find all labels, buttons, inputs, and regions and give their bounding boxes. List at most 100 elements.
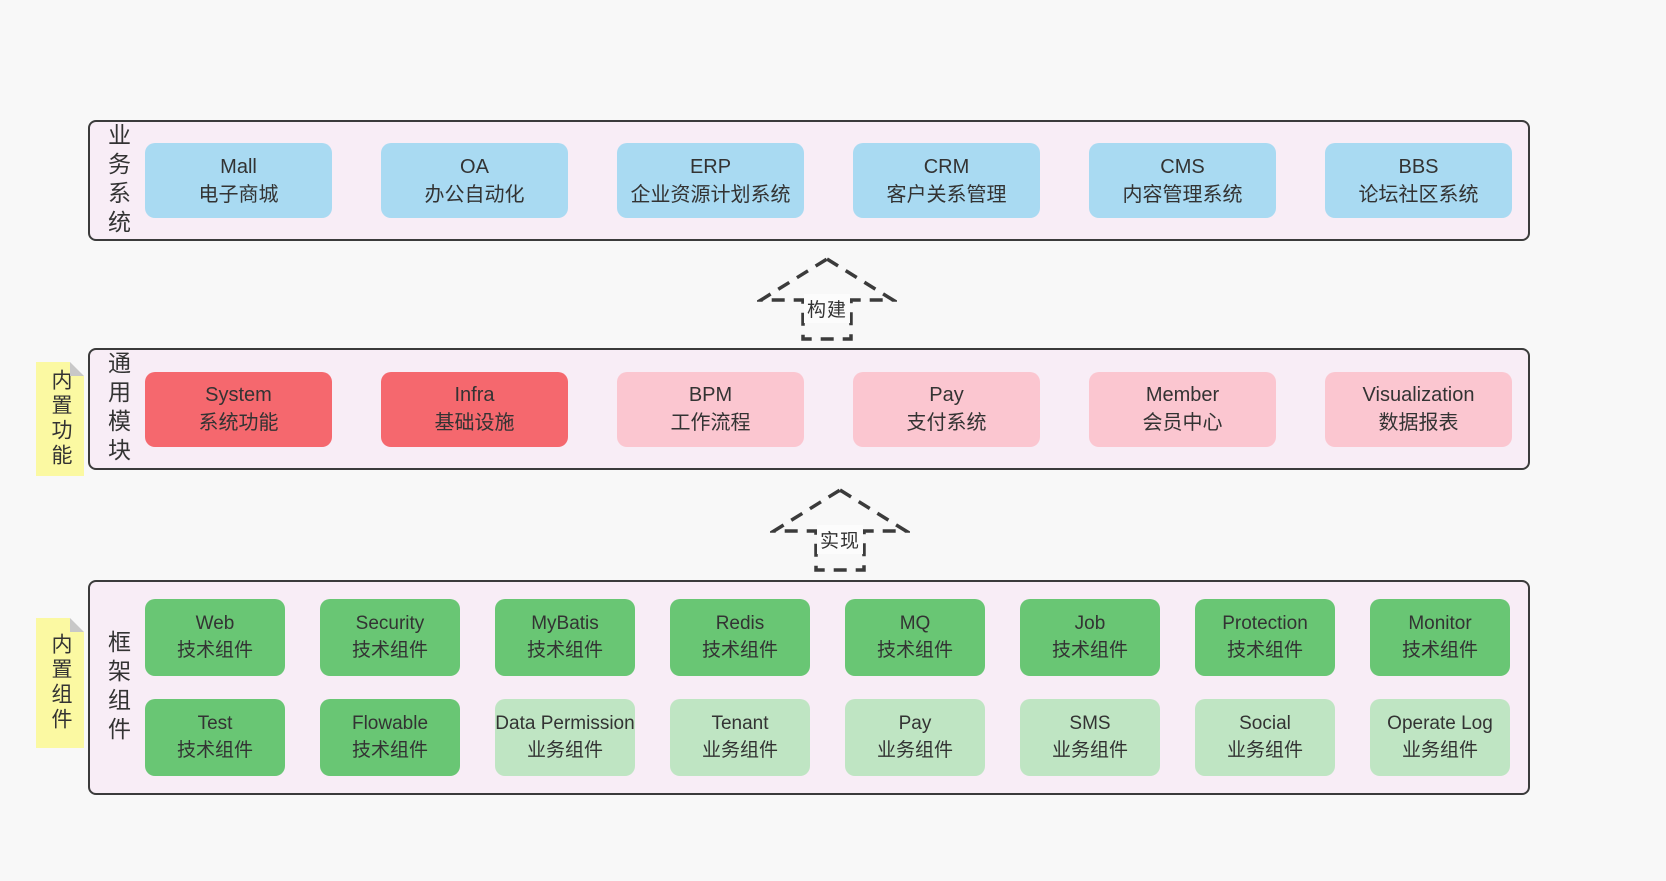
module-name: ERP: [689, 155, 732, 178]
module-box-member: Member 会员中心: [1089, 371, 1276, 447]
module-box-visualization: Visualization 数据报表: [1325, 371, 1512, 447]
module-desc: 办公自动化: [424, 183, 525, 206]
module-box-redis: Redis 技术组件: [670, 599, 810, 676]
module-desc: 技术组件: [1051, 639, 1128, 661]
module-desc: 业务组件: [1401, 739, 1478, 761]
module-desc: 技术组件: [351, 639, 428, 661]
module-desc: 业务组件: [1051, 739, 1128, 761]
module-box-mall: Mall 电子商城: [145, 143, 332, 218]
module-desc: 技术组件: [876, 639, 953, 661]
module-box-tenant: Tenant 业务组件: [670, 699, 810, 776]
module-desc: 数据报表: [1378, 412, 1459, 434]
module-desc: 技术组件: [526, 639, 603, 661]
module-desc: 论坛社区系统: [1358, 183, 1479, 206]
module-name: Security: [355, 612, 425, 634]
module-box-monitor: Monitor 技术组件: [1370, 599, 1510, 676]
dashed-up-arrow-icon: [757, 256, 897, 341]
module-name: Pay: [929, 384, 964, 406]
module-desc: 内容管理系统: [1122, 183, 1243, 206]
note-fold-corner-icon: [70, 362, 84, 376]
module-desc: 业务组件: [876, 739, 953, 761]
module-box-job: Job 技术组件: [1020, 599, 1160, 676]
module-name: Member: [1145, 384, 1220, 406]
module-box-crm: CRM 客户关系管理: [853, 143, 1040, 218]
module-desc: 会员中心: [1142, 412, 1223, 434]
module-name: CMS: [1160, 155, 1205, 178]
section-label-common-modules: 通用模块: [104, 351, 131, 467]
module-desc: 系统功能: [198, 412, 279, 434]
module-desc: 基础设施: [434, 412, 515, 434]
module-box-mq: MQ 技术组件: [845, 599, 985, 676]
module-desc: 技术组件: [701, 639, 778, 661]
module-desc: 业务组件: [526, 739, 603, 761]
module-name: System: [205, 384, 272, 406]
module-desc: 客户关系管理: [886, 183, 1007, 206]
module-name: CRM: [923, 155, 970, 178]
module-box-pay: Pay 业务组件: [845, 699, 985, 776]
module-box-pay: Pay 支付系统: [853, 371, 1040, 447]
module-name: Protection: [1222, 612, 1308, 634]
sticky-note-label: 内置功能: [49, 369, 72, 469]
module-name: Visualization: [1362, 384, 1475, 406]
module-desc: 业务组件: [701, 739, 778, 761]
module-name: Job: [1074, 612, 1106, 634]
module-name: Redis: [715, 612, 765, 634]
module-box-cms: CMS 内容管理系统: [1089, 143, 1276, 218]
dashed-up-arrow-icon: [770, 487, 910, 572]
module-box-social: Social 业务组件: [1195, 699, 1335, 776]
module-name: Pay: [898, 712, 932, 734]
section-label-business-systems: 业务系统: [104, 122, 131, 239]
module-name: MQ: [899, 612, 931, 634]
module-box-bpm: BPM 工作流程: [617, 371, 804, 447]
module-name: Web: [195, 612, 235, 634]
module-desc: 技术组件: [176, 639, 253, 661]
arrow-build-label: 构建: [803, 294, 851, 323]
module-name: Mall: [220, 155, 257, 178]
module-desc: 技术组件: [176, 739, 253, 761]
module-box-sms: SMS 业务组件: [1020, 699, 1160, 776]
module-name: MyBatis: [531, 612, 599, 634]
module-name: Infra: [454, 384, 495, 406]
module-name: Tenant: [711, 712, 769, 734]
module-row: System 系统功能 Infra 基础设施 BPM 工作流程 Pay 支付系统 Member 会…: [145, 371, 1528, 447]
module-name: BBS: [1398, 155, 1439, 178]
common-modules-boxes: System 系统功能 Infra 基础设施 BPM 工作流程 Pay 支付系统 Member 会…: [145, 350, 1528, 468]
module-desc: 电子商城: [198, 183, 279, 206]
module-box-operate-log: Operate Log 业务组件: [1370, 699, 1510, 776]
note-fold-corner-icon: [70, 618, 84, 632]
sticky-note-label: 内置组件: [49, 633, 72, 733]
section-business-systems: 业务系统 Mall 电子商城 OA 办公自动化 ERP 企业资源计划系统 CRM 客户关系管理…: [88, 120, 1530, 241]
module-desc: 企业资源计划系统: [630, 183, 791, 206]
module-desc: 业务组件: [1226, 739, 1303, 761]
module-box-protection: Protection 技术组件: [1195, 599, 1335, 676]
business-systems-boxes: Mall 电子商城 OA 办公自动化 ERP 企业资源计划系统 CRM 客户关系管理 CMS 内容…: [145, 122, 1528, 239]
module-box-erp: ERP 企业资源计划系统: [617, 143, 804, 218]
module-desc: 技术组件: [1226, 639, 1303, 661]
module-desc: 工作流程: [670, 412, 751, 434]
arrow-implement: 实现: [770, 487, 910, 573]
module-name: BPM: [688, 384, 733, 406]
sticky-note-builtin-components: 内置组件: [36, 618, 84, 748]
module-row: Mall 电子商城 OA 办公自动化 ERP 企业资源计划系统 CRM 客户关系管理 CMS 内容…: [145, 143, 1528, 218]
module-name: SMS: [1069, 712, 1111, 734]
module-box-infra: Infra 基础设施: [381, 371, 568, 447]
module-box-bbs: BBS 论坛社区系统: [1325, 143, 1512, 218]
module-name: Operate Log: [1387, 712, 1493, 734]
module-name: OA: [460, 155, 489, 178]
module-name: Social: [1239, 712, 1291, 734]
module-name: Flowable: [351, 712, 429, 734]
module-desc: 支付系统: [906, 412, 987, 434]
module-desc: 技术组件: [1401, 639, 1478, 661]
arrow-build: 构建: [757, 256, 897, 342]
module-name: Monitor: [1408, 612, 1472, 634]
module-box-security: Security 技术组件: [320, 599, 460, 676]
arrow-implement-label: 实现: [816, 525, 864, 554]
module-name: Test: [197, 712, 233, 734]
module-box-oa: OA 办公自动化: [381, 143, 568, 218]
